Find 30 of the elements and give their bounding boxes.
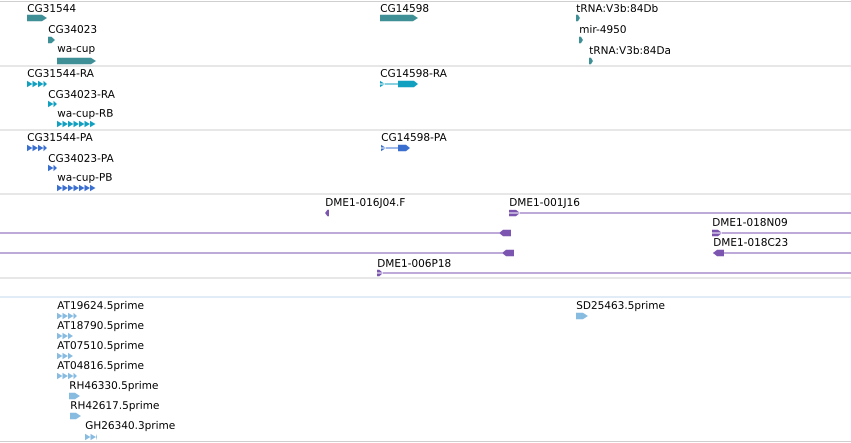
feature-label: GH26340.3prime bbox=[86, 420, 175, 432]
feature-label: DME1-018N09 bbox=[713, 218, 787, 226]
feature-label: AT07510.5prime bbox=[57, 340, 144, 352]
feature-glyph bbox=[0, 250, 514, 256]
feature-label: wa-cup bbox=[58, 46, 95, 54]
feature-label: AT19624.5prime bbox=[57, 300, 144, 312]
feature-label: DME1-016J04.F bbox=[326, 198, 405, 208]
feature-label: RH42617.5prime bbox=[71, 400, 159, 412]
feature-label: wa-cup-RB bbox=[58, 109, 113, 119]
feature-label: mir-4950 bbox=[580, 24, 626, 34]
feature-glyph bbox=[0, 230, 511, 236]
feature-label: CG14598-RA bbox=[380, 69, 447, 77]
feature-label: DME1-006P18 bbox=[378, 259, 450, 267]
feature-label: tRNA:V3b:84Da bbox=[589, 46, 670, 54]
feature-label: CG34023-PA bbox=[48, 154, 114, 162]
feature-label: CG34023-RA bbox=[48, 90, 115, 98]
feature-label: tRNA:V3b:84Db bbox=[576, 4, 658, 12]
feature-label: CG31544 bbox=[28, 4, 76, 12]
feature-label: DME1-018C23 bbox=[714, 238, 788, 246]
feature-label: AT18790.5prime bbox=[57, 320, 144, 332]
feature-label: wa-cup-PB bbox=[58, 173, 112, 183]
feature-label: AT04816.5prime bbox=[57, 360, 144, 372]
feature-label: CG31544-RA bbox=[28, 69, 94, 77]
feature-label: CG34023 bbox=[48, 25, 96, 33]
feature-label: DME1-001J16 bbox=[510, 198, 580, 208]
feature-label: CG31544-PA bbox=[28, 133, 93, 141]
feature-label: SD25463.5prime bbox=[576, 300, 664, 312]
feature-label: RH46330.5prime bbox=[70, 380, 158, 392]
feature-label: CG14598-PA bbox=[382, 133, 447, 141]
feature-label: CG14598 bbox=[380, 4, 428, 12]
